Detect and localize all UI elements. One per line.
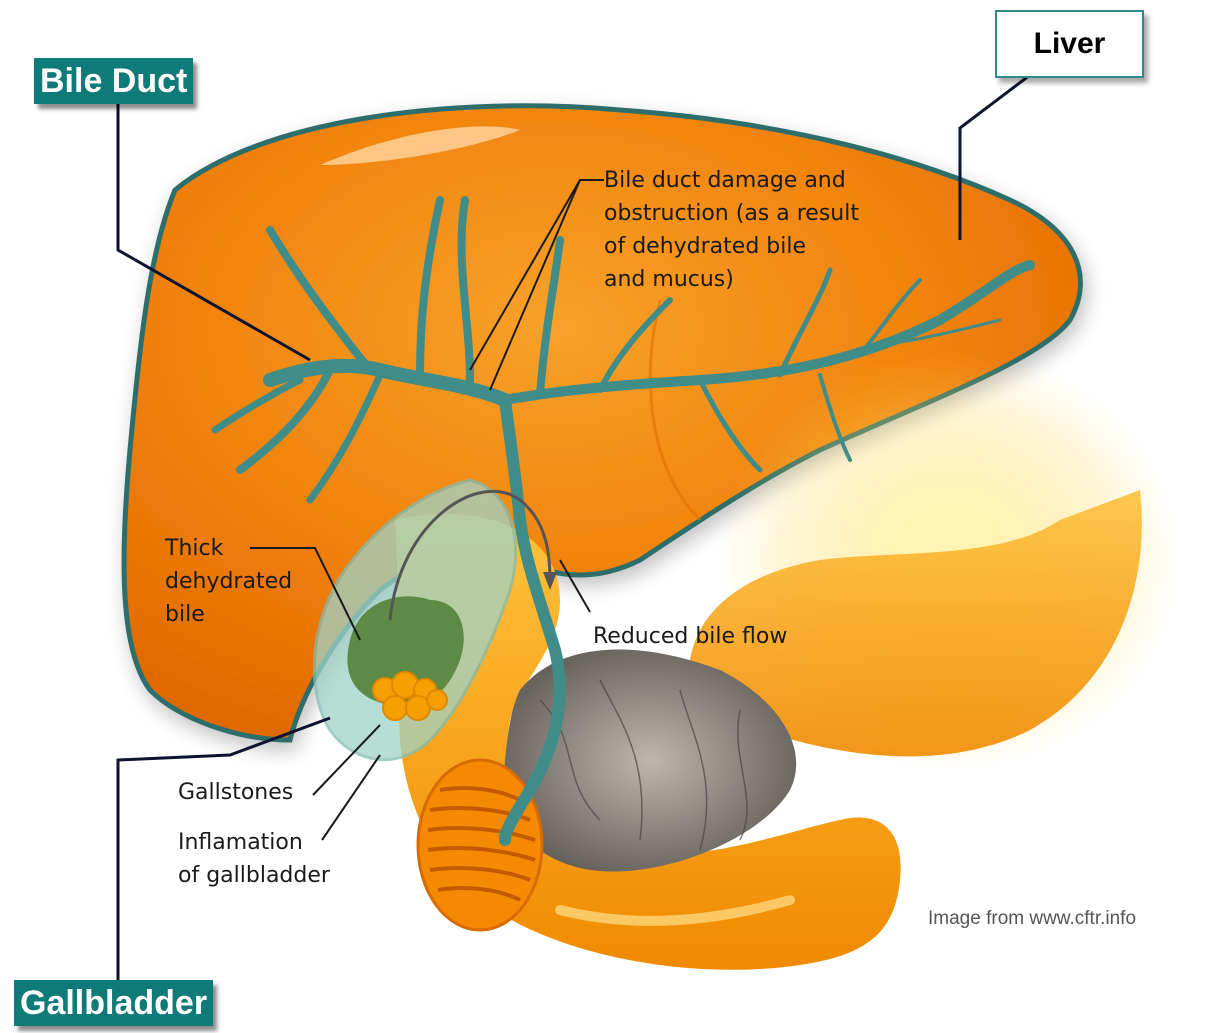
image-credit: Image from www.cftr.info: [928, 908, 1136, 930]
annotation-line: of dehydrated bile: [604, 230, 859, 263]
annotation-line: Inflamation: [178, 826, 330, 859]
annotation-line: dehydrated: [165, 565, 292, 598]
liver-label: Liver: [995, 10, 1144, 78]
liver-label-text: Liver: [1034, 27, 1106, 61]
annotation-line: Thick: [165, 532, 292, 565]
duodenum-section: [418, 760, 542, 930]
annotation-line: and mucus): [604, 263, 859, 296]
reduced-bile-flow-annotation: Reduced bile flow: [593, 620, 787, 653]
gallstones-annotation: Gallstones: [178, 776, 293, 809]
gallbladder-label: Gallbladder: [14, 980, 213, 1026]
bile-duct-damage-annotation: Bile duct damage and obstruction (as a r…: [604, 164, 859, 296]
annotation-line: Bile duct damage and: [604, 164, 859, 197]
bile-duct-label: Bile Duct: [34, 58, 193, 104]
annotation-line: bile: [165, 598, 292, 631]
thick-bile-annotation: Thick dehydrated bile: [165, 532, 292, 631]
inflammation-annotation: Inflamation of gallbladder: [178, 826, 330, 892]
annotation-line: obstruction (as a result: [604, 197, 859, 230]
annotation-line: of gallbladder: [178, 859, 330, 892]
